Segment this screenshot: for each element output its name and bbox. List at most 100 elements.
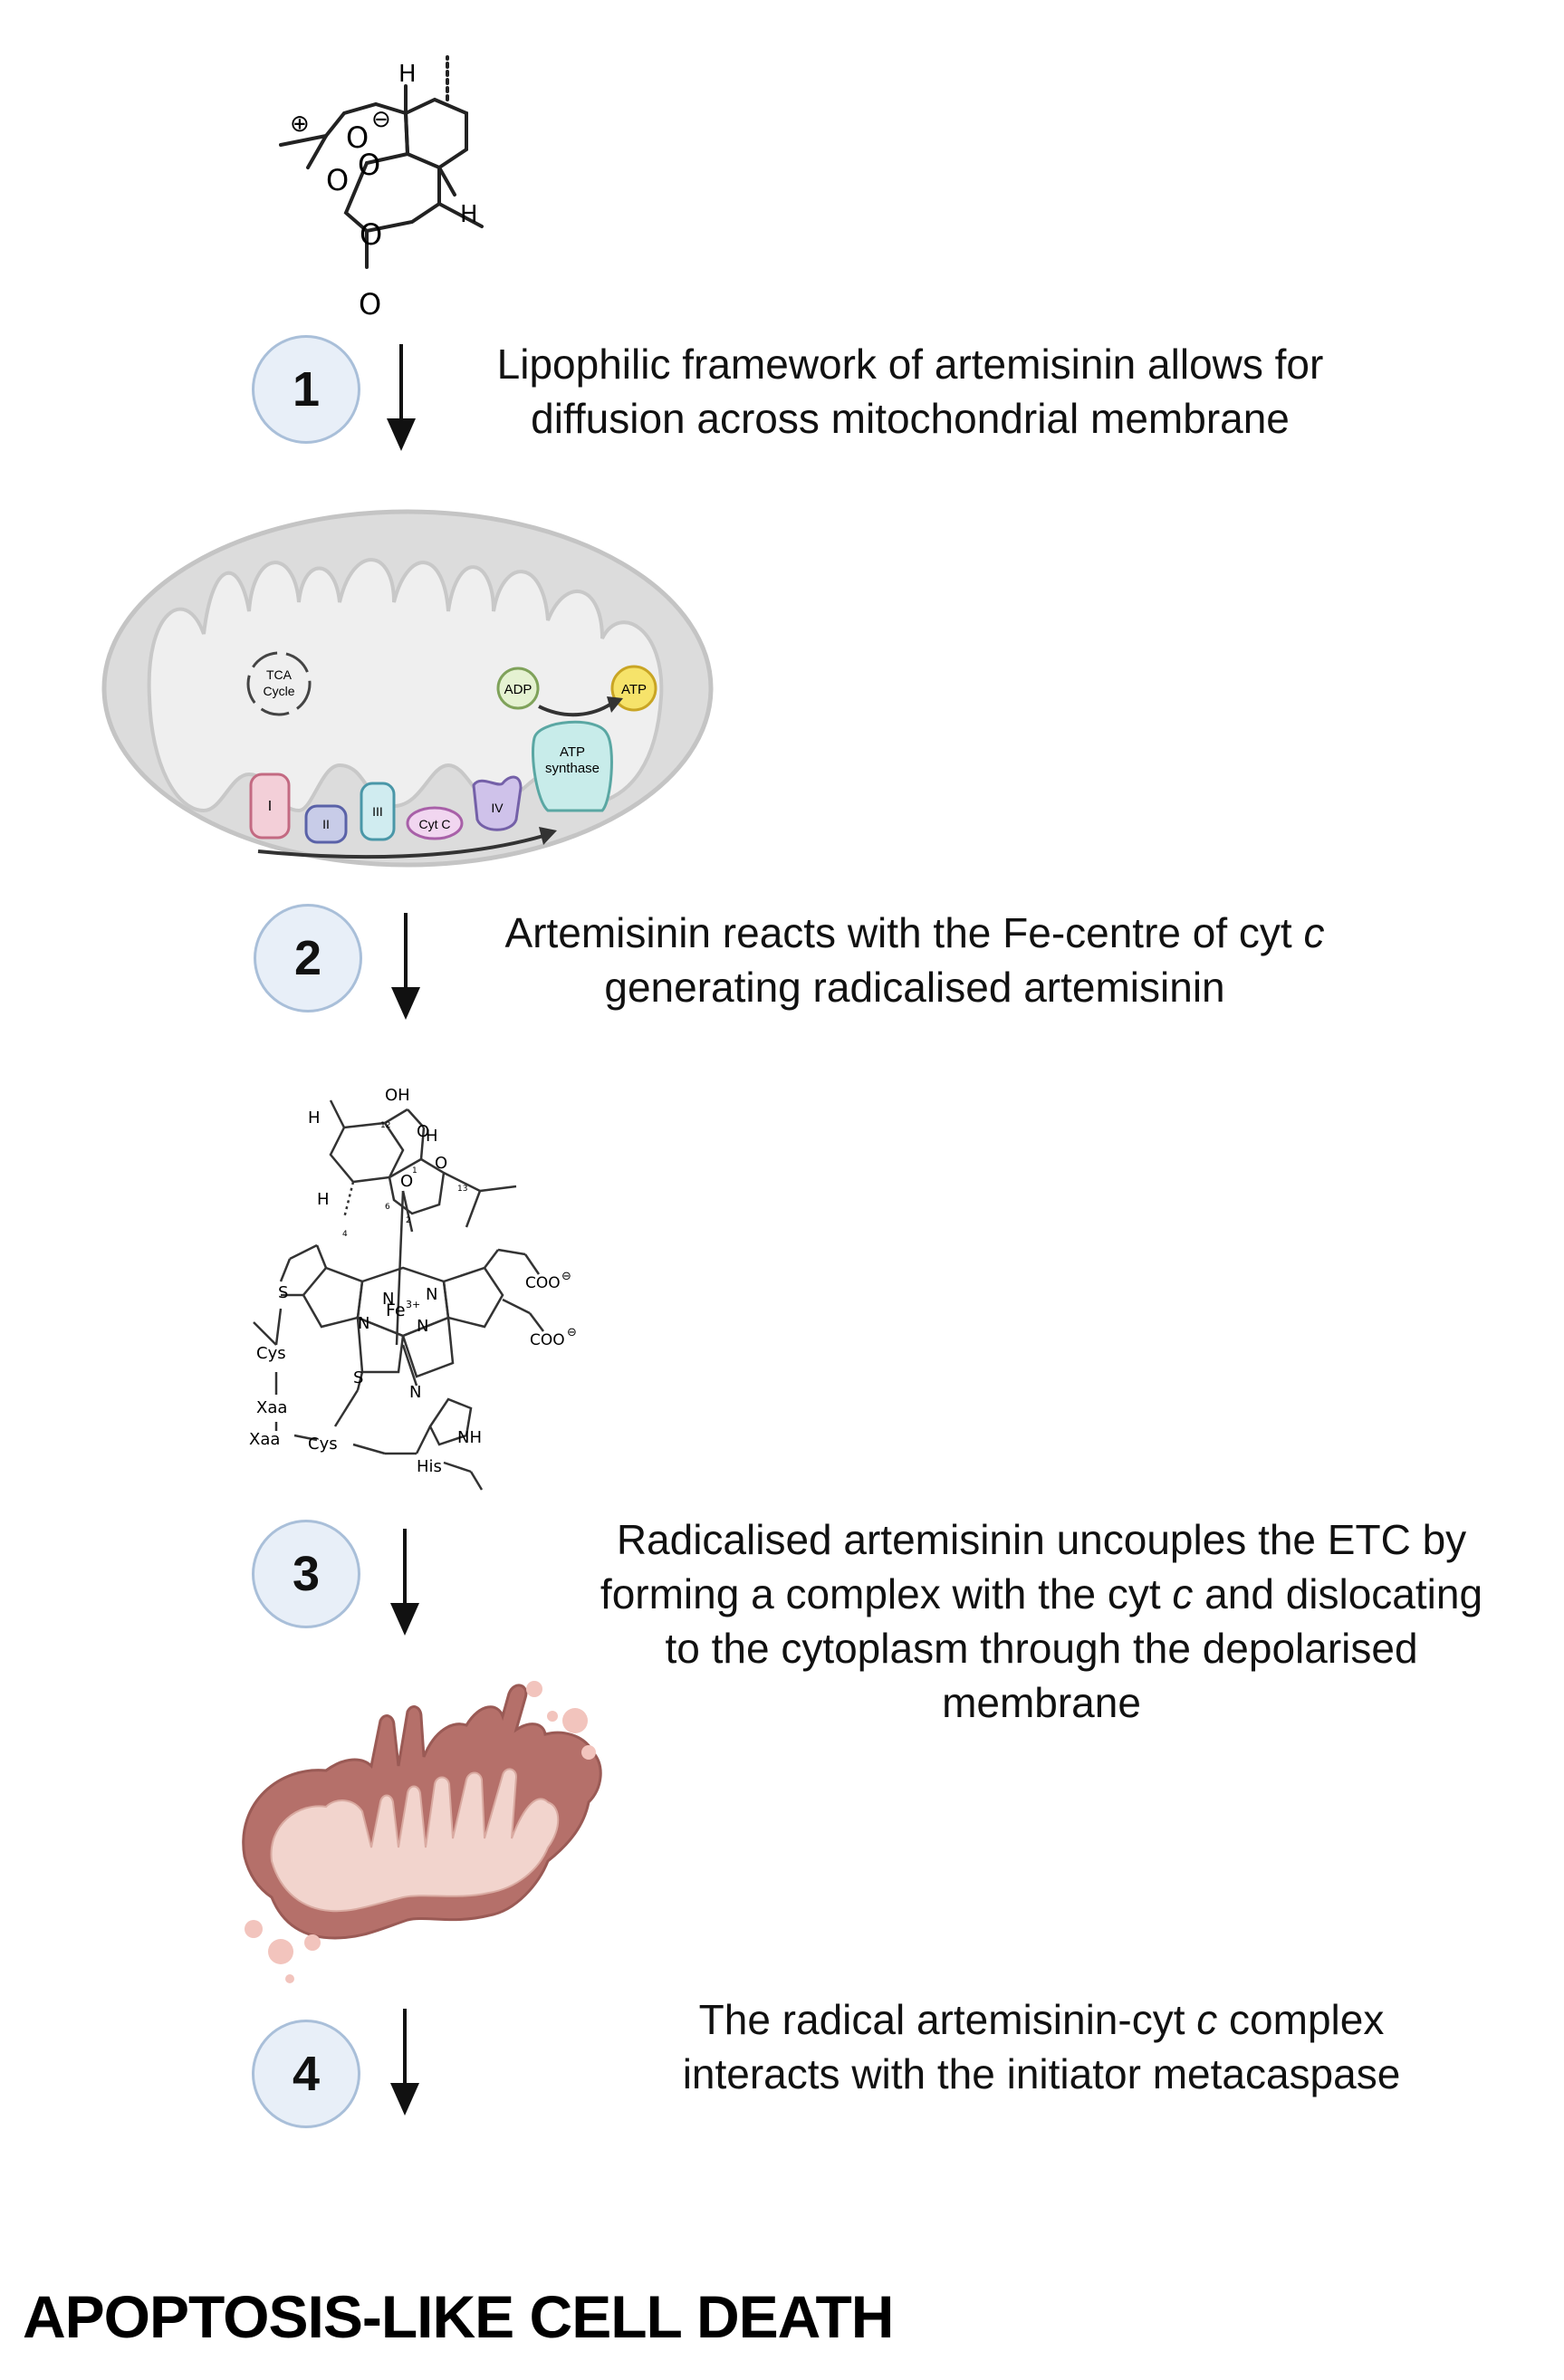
step-4-badge: 4 [252,2020,360,2128]
fragment [547,1711,558,1722]
oxygen-label: O [360,217,382,252]
step-2-badge: 2 [254,904,362,1012]
oxygen-label: O [417,1122,429,1141]
locant-label: 13 [457,1185,467,1194]
fragment [285,1974,294,1983]
step-4-description: The radical artemisinin-cyt c complex in… [598,1992,1485,2101]
fragment [268,1939,293,1964]
description-line: Radicalised artemisinin uncouples the ET… [616,1516,1467,1563]
tca-label: TCA [266,667,293,682]
fragment [562,1708,588,1733]
description-line: generating radicalised artemisinin [604,964,1225,1011]
h-label: H [398,61,417,88]
step-number: 3 [292,1547,321,1601]
carboxylate-label: COO [530,1331,565,1349]
locant-label: 2 [406,1216,411,1225]
down-arrow-icon [390,1529,419,1636]
damaged-mitochondrion-illustration [242,1681,602,1983]
complex-label: IV [491,801,504,815]
fragment [245,1920,263,1938]
h-label: H [426,1127,438,1146]
italic-text: c [1172,1570,1194,1617]
tca-cycle-icon: TCA Cycle [246,651,312,716]
fragment [304,1934,321,1951]
oh-label: OH [385,1086,410,1105]
description-text: The radical artemisinin-cyt [698,1996,1197,2043]
description-line: to the cytoplasm through the depolarised [665,1625,1418,1672]
step-1-badge: 1 [252,335,360,444]
artemisinin-structure: H H O O O O O ⊕ ⊖ [279,55,484,321]
atp-molecule [610,665,657,712]
step-1-description: Lipophilic framework of artemisinin allo… [426,337,1395,446]
minus-charge-icon: ⊖ [371,106,391,133]
description-line: interacts with the initiator metacaspase [682,2050,1401,2097]
complex-iv [472,775,523,831]
oxygen-label: O [358,148,380,182]
oxygen-label: O [400,1172,413,1191]
oxygen-label: O [435,1154,447,1173]
description-text: Artemisinin reacts with the Fe-centre of… [504,909,1304,956]
oxygen-label: O [326,163,349,197]
description-line: membrane [942,1679,1141,1726]
xaa-label: Xaa [249,1430,280,1449]
nitrogen-label: N [426,1285,437,1304]
iron-label: Fe [386,1300,406,1320]
nh-label: NH [457,1428,482,1447]
nitrogen-label: N [382,1290,394,1309]
minus-charge-icon: ⊖ [567,1326,577,1339]
locant-label: 6 [385,1203,390,1212]
atp-label: ATP [621,682,647,697]
cyt-c-label: Cyt C [419,817,451,831]
cyt-c [406,806,464,840]
mitochondrion-illustration: TCA Cycle ADP ATP ATP synthase I II III … [101,509,714,868]
complex-label: II [322,817,330,831]
h-label: H [317,1190,330,1209]
down-arrow-icon [390,2009,419,2116]
carboxylate-label: COO [525,1274,561,1292]
step-2-description: Artemisinin reacts with the Fe-centre of… [435,906,1395,1014]
description-line: forming a complex with the cyt c and dis… [543,1567,1540,1621]
step-number: 4 [292,2047,321,2101]
description-text: forming a complex with the cyt [600,1570,1173,1617]
complex-iii [360,782,396,841]
sulfur-label: S [278,1283,288,1302]
fragment [526,1681,542,1697]
complex-ii [304,804,348,844]
cysteine-label: Cys [308,1435,338,1454]
description-line: Lipophilic framework of artemisinin allo… [496,341,1324,388]
nitrogen-label: N [409,1383,421,1402]
description-text: complex [1217,1996,1385,2043]
histidine-label: His [417,1457,442,1476]
step-3-description: Radicalised artemisinin uncouples the ET… [543,1512,1540,1730]
iron-charge-label: 3+ [406,1299,420,1310]
heme-complex-structure: OH H O H O O H 12 1 13 4 6 2 N N N N Fe … [249,1086,577,1491]
plus-charge-icon: ⊕ [290,110,310,138]
description-line: diffusion across mitochondrial membrane [531,395,1290,442]
complex-label: III [372,804,383,819]
fragment [581,1745,596,1760]
step-number: 1 [292,362,321,417]
locant-label: 12 [380,1121,390,1130]
complex-label: I [268,799,272,814]
step-number: 2 [293,931,322,985]
h-label: H [308,1108,321,1128]
description-line: Artemisinin reacts with the Fe-centre of… [435,906,1395,960]
adp-molecule [496,667,540,710]
locant-label: 4 [342,1230,348,1239]
xaa-label: Xaa [256,1398,287,1417]
atp-synthase [531,720,613,812]
description-text: and dislocating [1193,1570,1483,1617]
cysteine-label: Cys [256,1344,286,1363]
tca-label: Cycle [263,684,294,698]
step-3-badge: 3 [252,1520,360,1628]
final-outcome-label: APOPTOSIS-LIKE CELL DEATH [23,2283,894,2350]
italic-text: c [1196,1996,1218,2043]
italic-text: c [1303,909,1325,956]
minus-charge-icon: ⊖ [561,1270,571,1283]
description-line: The radical artemisinin-cyt c complex [598,1992,1485,2047]
sulfur-label: S [353,1368,363,1387]
complex-i [249,773,291,840]
locant-label: 1 [412,1166,417,1176]
atp-synthase-label: ATP [560,744,585,760]
atp-synthase-label: synthase [545,761,600,776]
